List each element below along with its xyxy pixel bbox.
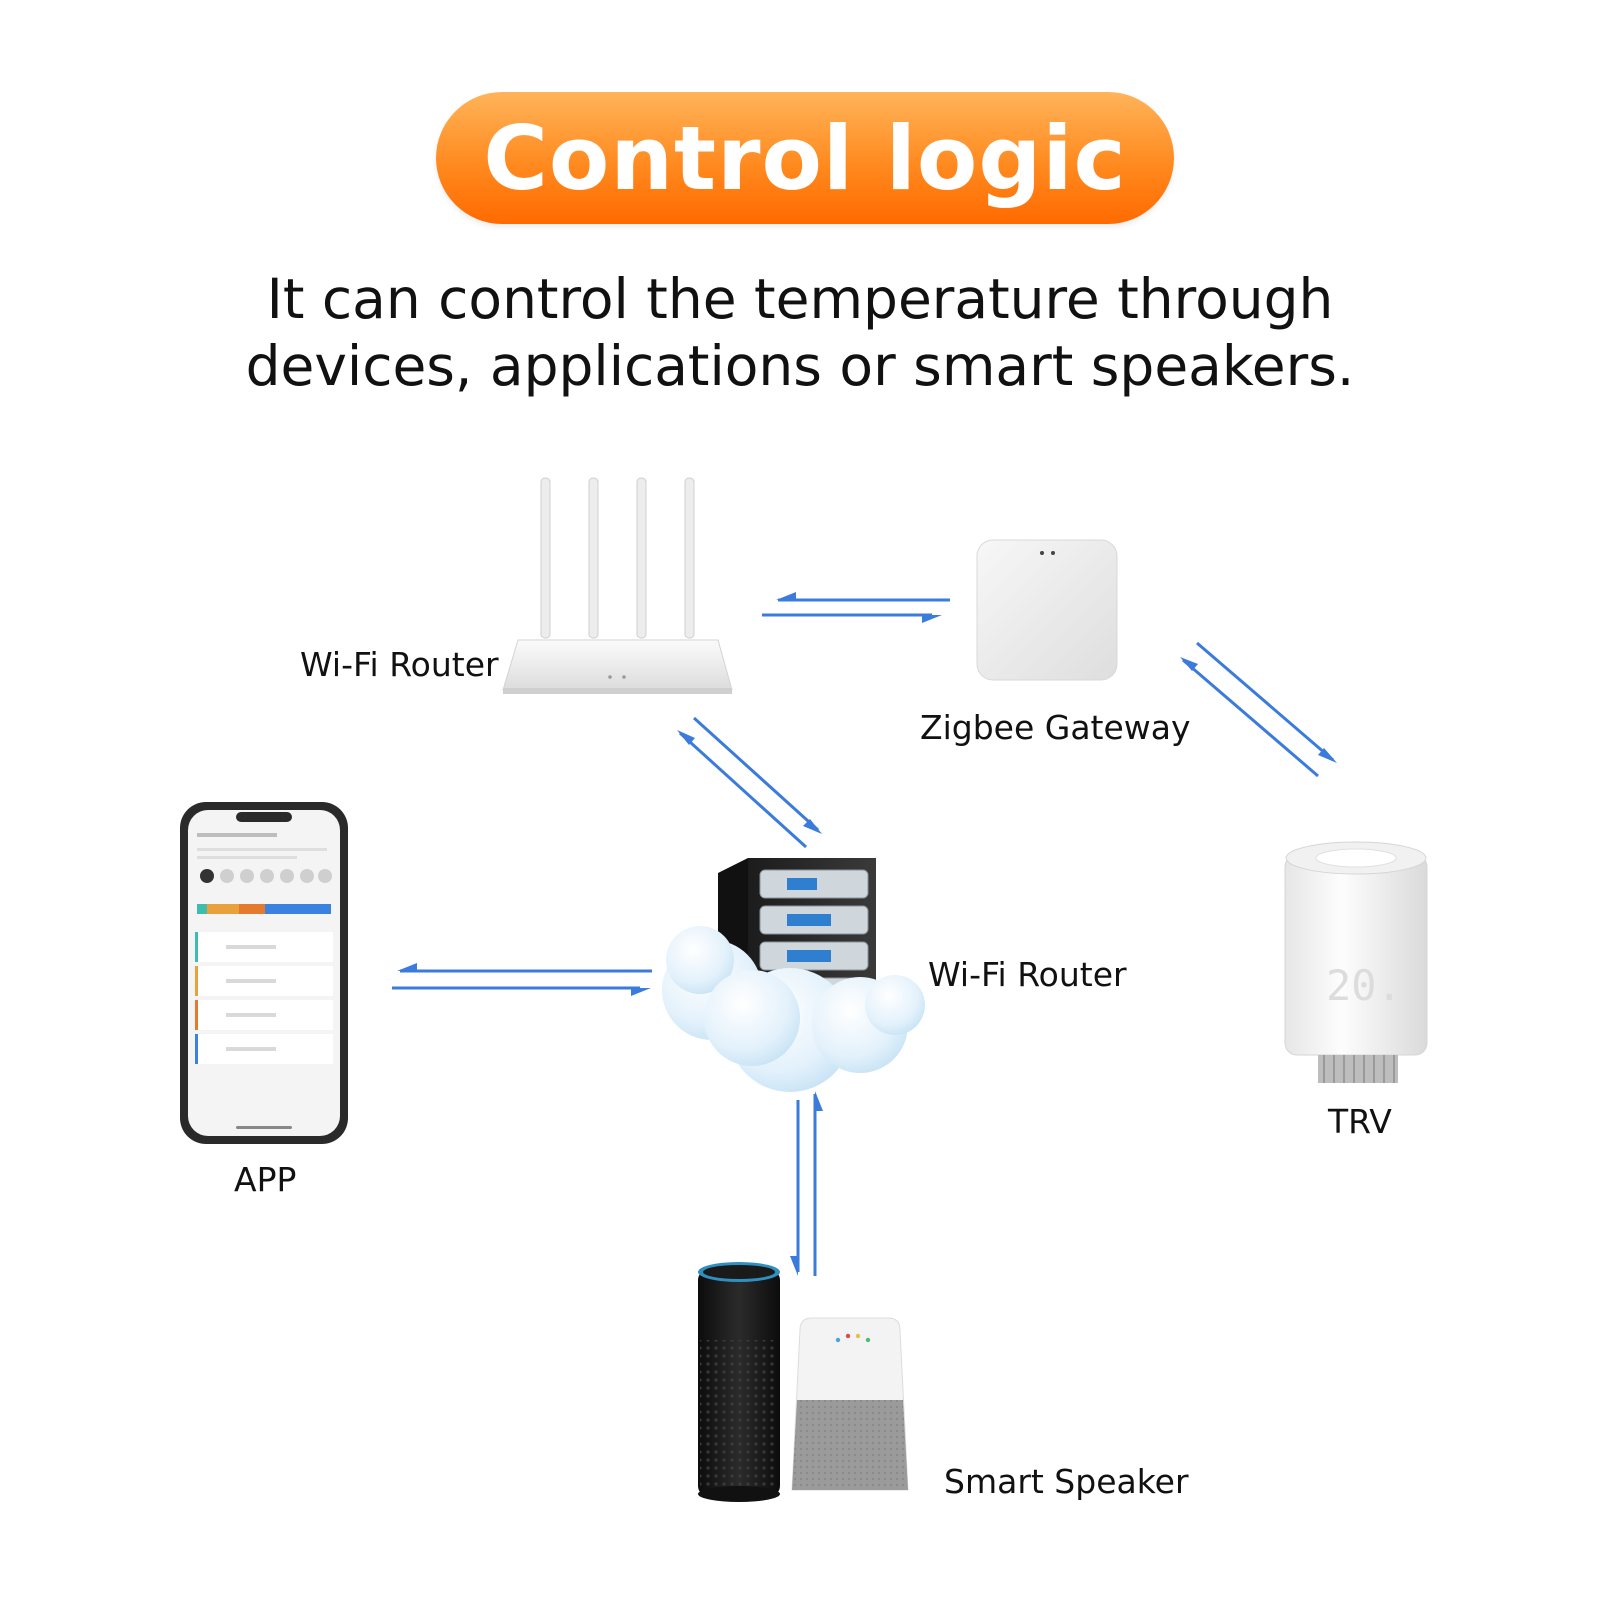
arrow-router-cloud: [677, 716, 822, 849]
subtitle-line-2: devices, applications or smart speakers.: [245, 334, 1355, 398]
gateway-label: Zigbee Gateway: [920, 708, 1191, 747]
page-title: Control logic: [483, 106, 1127, 210]
arrow-cloud-app: [392, 963, 652, 996]
router-label: Wi-Fi Router: [300, 645, 499, 684]
home-speaker-icon: [791, 1317, 909, 1491]
smart-speaker-icon: [698, 1262, 780, 1502]
app-label: APP: [234, 1160, 297, 1199]
trv-display: 20.: [1326, 961, 1402, 1010]
subtitle: It can control the temperature through d…: [0, 266, 1600, 400]
trv-icon: 20.: [1284, 841, 1428, 1083]
connection-arrows: [392, 592, 1337, 1276]
zigbee-gateway-icon: [976, 539, 1118, 681]
arrow-cloud-speaker: [790, 1091, 823, 1276]
phone-app-icon: [180, 802, 348, 1144]
cloud-label: Wi-Fi Router: [928, 955, 1127, 994]
wifi-router-icon: [502, 477, 733, 694]
cloud-server-icon: [662, 858, 925, 1092]
trv-label: TRV: [1328, 1102, 1392, 1141]
arrow-gateway-trv: [1180, 641, 1337, 778]
subtitle-line-1: It can control the temperature through: [266, 267, 1334, 331]
title-banner: Control logic: [436, 92, 1174, 224]
arrow-router-gateway: [762, 592, 950, 623]
speaker-label: Smart Speaker: [944, 1462, 1189, 1501]
